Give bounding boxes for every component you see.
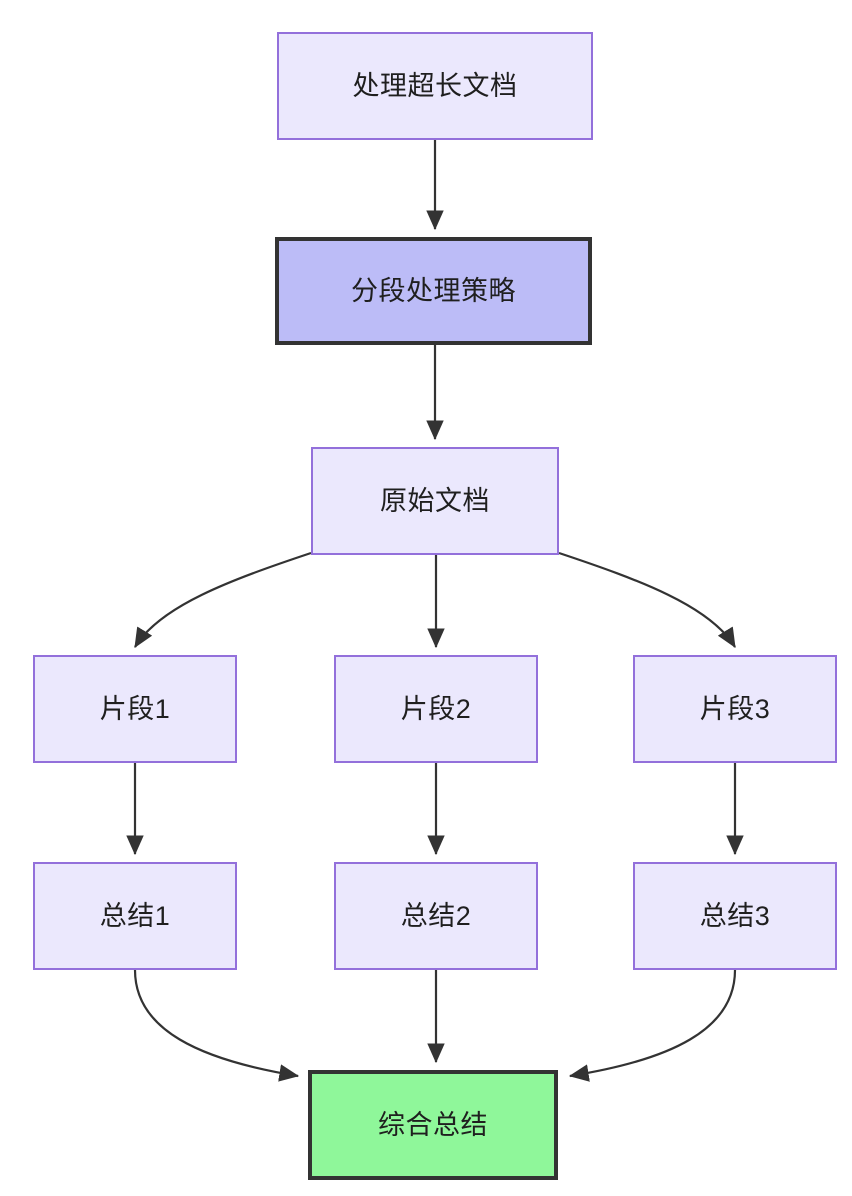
- node-label: 总结2: [400, 900, 472, 931]
- node-label: 片段2: [400, 693, 472, 724]
- node-original-document[interactable]: 原始文档: [311, 447, 559, 555]
- node-label: 总结1: [99, 900, 171, 931]
- node-process-long-document[interactable]: 处理超长文档: [277, 32, 593, 140]
- node-fragment-1[interactable]: 片段1: [33, 655, 237, 763]
- node-label: 总结3: [699, 900, 771, 931]
- node-summary-1[interactable]: 总结1: [33, 862, 237, 970]
- node-label: 综合总结: [378, 1109, 488, 1140]
- edge-n7-to-n10: [133, 969, 300, 1082]
- edge-n9-to-n10: [568, 969, 737, 1082]
- edge-n3-to-n6: [558, 551, 736, 648]
- node-label: 片段1: [99, 693, 171, 724]
- node-fragment-3[interactable]: 片段3: [633, 655, 837, 763]
- node-fragment-2[interactable]: 片段2: [334, 655, 538, 763]
- node-label: 分段处理策略: [351, 275, 516, 306]
- edge-n3-to-n4: [134, 551, 312, 648]
- node-label: 处理超长文档: [352, 70, 518, 101]
- node-comprehensive-summary[interactable]: 综合总结: [308, 1070, 558, 1180]
- node-summary-3[interactable]: 总结3: [633, 862, 837, 970]
- node-chunking-strategy[interactable]: 分段处理策略: [275, 237, 592, 345]
- node-summary-2[interactable]: 总结2: [334, 862, 538, 970]
- node-label: 片段3: [699, 693, 771, 724]
- node-label: 原始文档: [380, 485, 490, 516]
